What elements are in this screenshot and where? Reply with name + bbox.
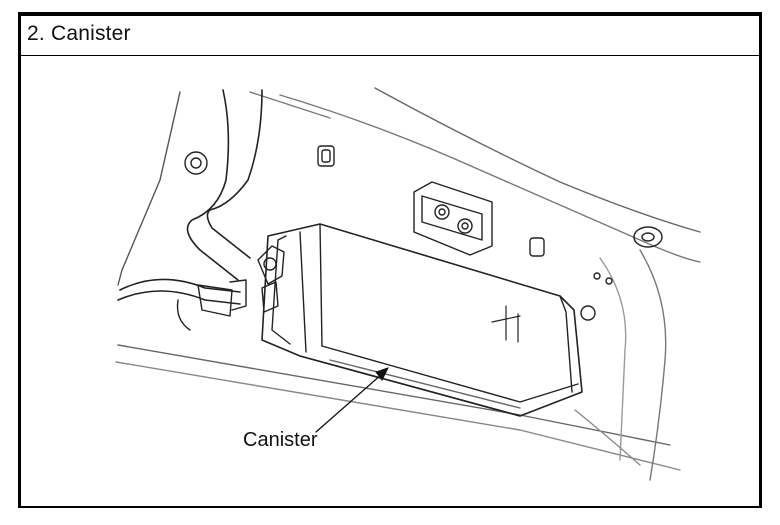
hose-lower xyxy=(119,278,241,293)
panel-right-edge xyxy=(639,249,667,481)
callout-arrowhead xyxy=(375,367,389,381)
body-panel-outline xyxy=(121,91,181,271)
panel-curve-top xyxy=(374,87,701,233)
section-title: 2. Canister xyxy=(27,22,131,45)
mount-bolt-right xyxy=(633,226,663,248)
bolt-right xyxy=(580,305,596,321)
clip-top xyxy=(317,145,335,167)
canister-body xyxy=(261,223,583,417)
floor-edge-line xyxy=(117,344,671,446)
connector-block xyxy=(413,181,493,256)
mount-bolt-left xyxy=(184,151,208,175)
document-panel: 2. Canister xyxy=(18,12,762,508)
hose-upper xyxy=(186,89,239,281)
section-header: 2. Canister xyxy=(21,16,759,56)
canister-callout-label: Canister xyxy=(243,429,318,451)
clip-mid xyxy=(529,237,545,257)
callout-leader-line xyxy=(315,373,383,433)
canister-mark xyxy=(491,305,521,343)
